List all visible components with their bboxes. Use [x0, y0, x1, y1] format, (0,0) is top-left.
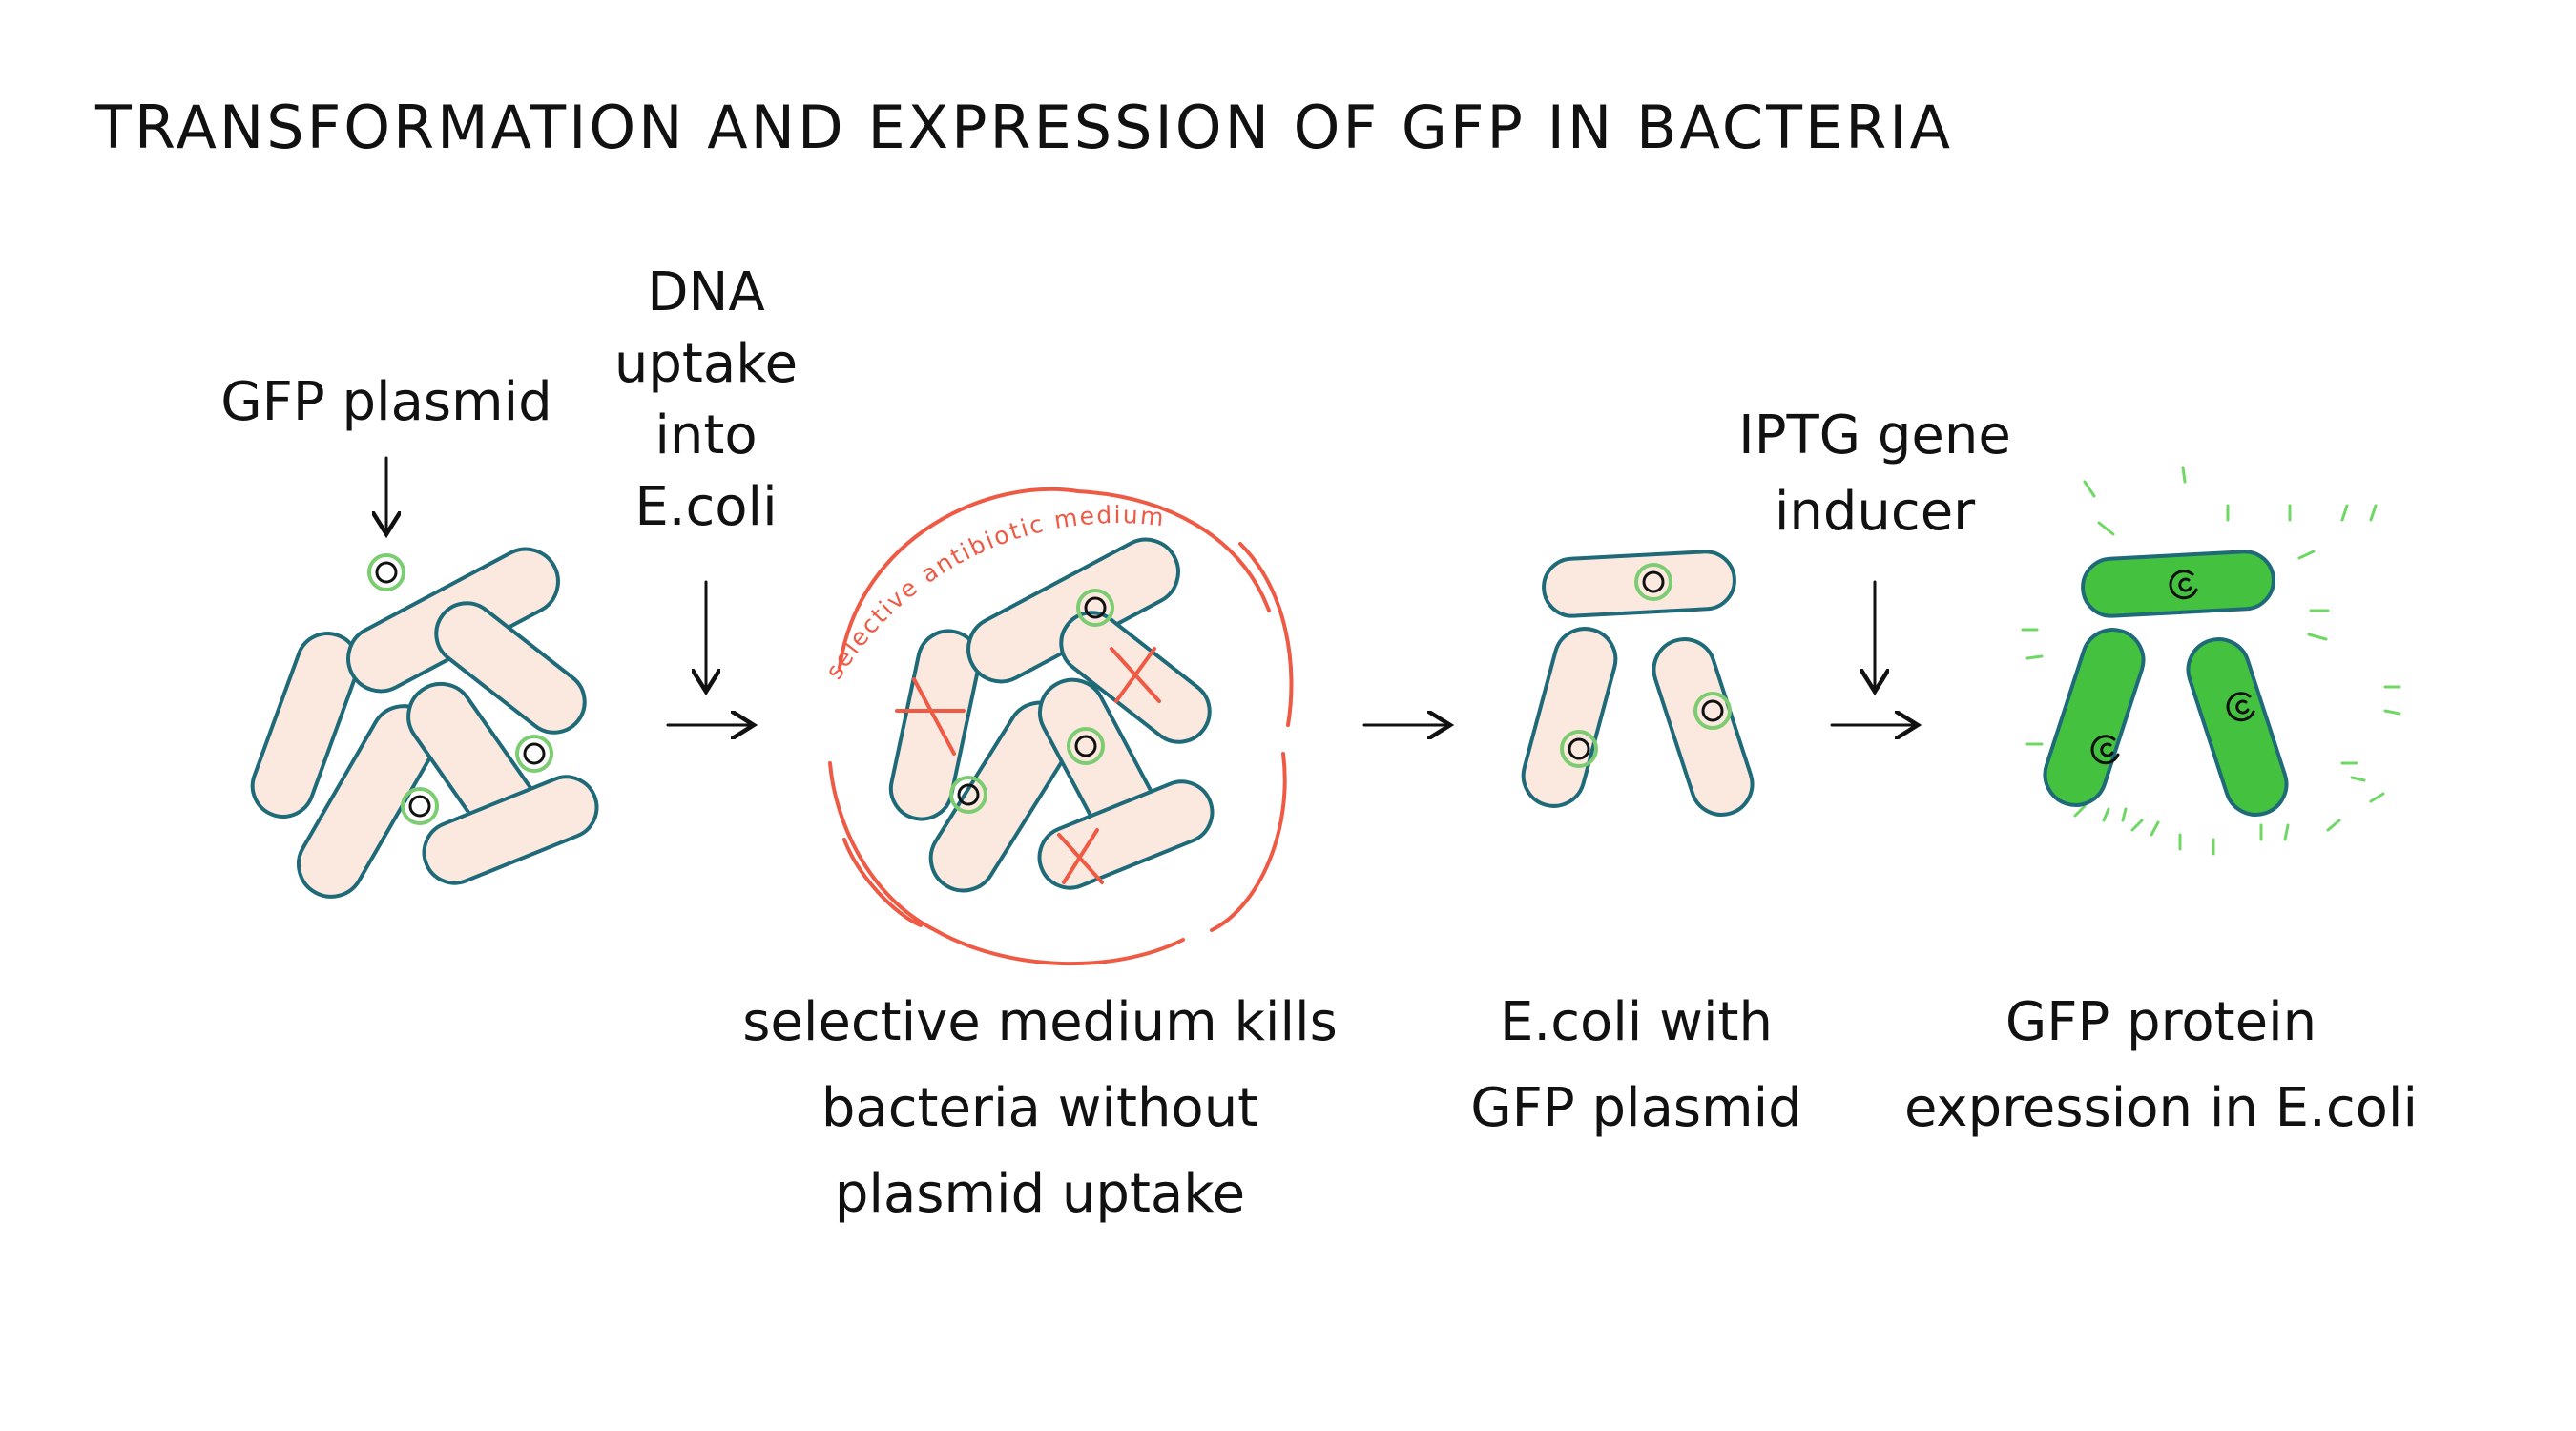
kill-mark	[1110, 647, 1161, 703]
stage-3-transformed: E.coli with GFP plasmid	[1470, 550, 1802, 1139]
selection-caption-line-2: bacteria without	[821, 1077, 1258, 1139]
transformed-caption-line-1: E.coli with	[1500, 991, 1773, 1053]
gfp-protein-mark	[2090, 735, 2120, 765]
plasmid	[1560, 730, 1598, 768]
plasmid-label: GFP plasmid	[220, 371, 551, 433]
selection-caption-line-3: plasmid uptake	[835, 1163, 1245, 1225]
gfp-protein-mark	[2169, 570, 2198, 600]
stage-4-expression: GFP protein expression in E.coli	[1904, 466, 2418, 1139]
uptake-label-line-4: E.coli	[634, 476, 777, 538]
free-plasmid	[367, 553, 405, 591]
gfp-protein-mark	[2226, 692, 2255, 722]
bacterium	[422, 775, 599, 885]
plasmid	[949, 776, 987, 814]
plasmid	[1067, 727, 1105, 765]
inducer-label-line-1: IPTG gene	[1738, 404, 2011, 467]
transformed-caption-line-2: GFP plasmid	[1470, 1077, 1801, 1139]
uptake-step: DNA uptake into E.coli	[614, 261, 798, 725]
inducer-label-line-2: inducer	[1775, 481, 1976, 543]
plasmid	[1634, 563, 1672, 601]
inducer-step: IPTG gene inducer	[1738, 404, 2011, 725]
bacterium	[250, 632, 361, 819]
free-plasmid	[401, 787, 439, 825]
free-plasmid	[515, 735, 553, 773]
expression-caption-line-2: expression in E.coli	[1904, 1077, 2418, 1139]
diagram-title: TRANSFORMATION AND EXPRESSION OF GFP IN …	[94, 93, 1953, 162]
selection-caption-line-1: selective medium kills	[742, 991, 1338, 1053]
uptake-label-line-3: into	[654, 404, 757, 467]
kill-mark	[1057, 828, 1104, 884]
bacterium-with-plasmid	[1521, 627, 1618, 808]
kill-mark	[895, 677, 966, 756]
uptake-label-line-2: uptake	[614, 333, 798, 395]
gfp-bacterium	[2186, 637, 2289, 817]
plasmid	[1693, 692, 1732, 730]
glow-rays	[2021, 466, 2401, 856]
stage-2-selection: selective antibiotic medium	[742, 487, 1338, 1225]
antibiotic-medium-ring	[828, 487, 1294, 966]
bacterium-killed	[888, 629, 982, 821]
bacterium	[434, 601, 587, 735]
plasmid	[1076, 589, 1114, 627]
gfp-bacterium	[2081, 550, 2275, 618]
bacterium-with-plasmid	[1542, 550, 1736, 618]
uptake-label-line-1: DNA	[647, 261, 764, 323]
expression-caption-line-1: GFP protein	[2005, 991, 2316, 1053]
stage-1-bacteria: GFP plasmid	[220, 371, 599, 899]
gfp-bacterium	[2043, 628, 2146, 807]
